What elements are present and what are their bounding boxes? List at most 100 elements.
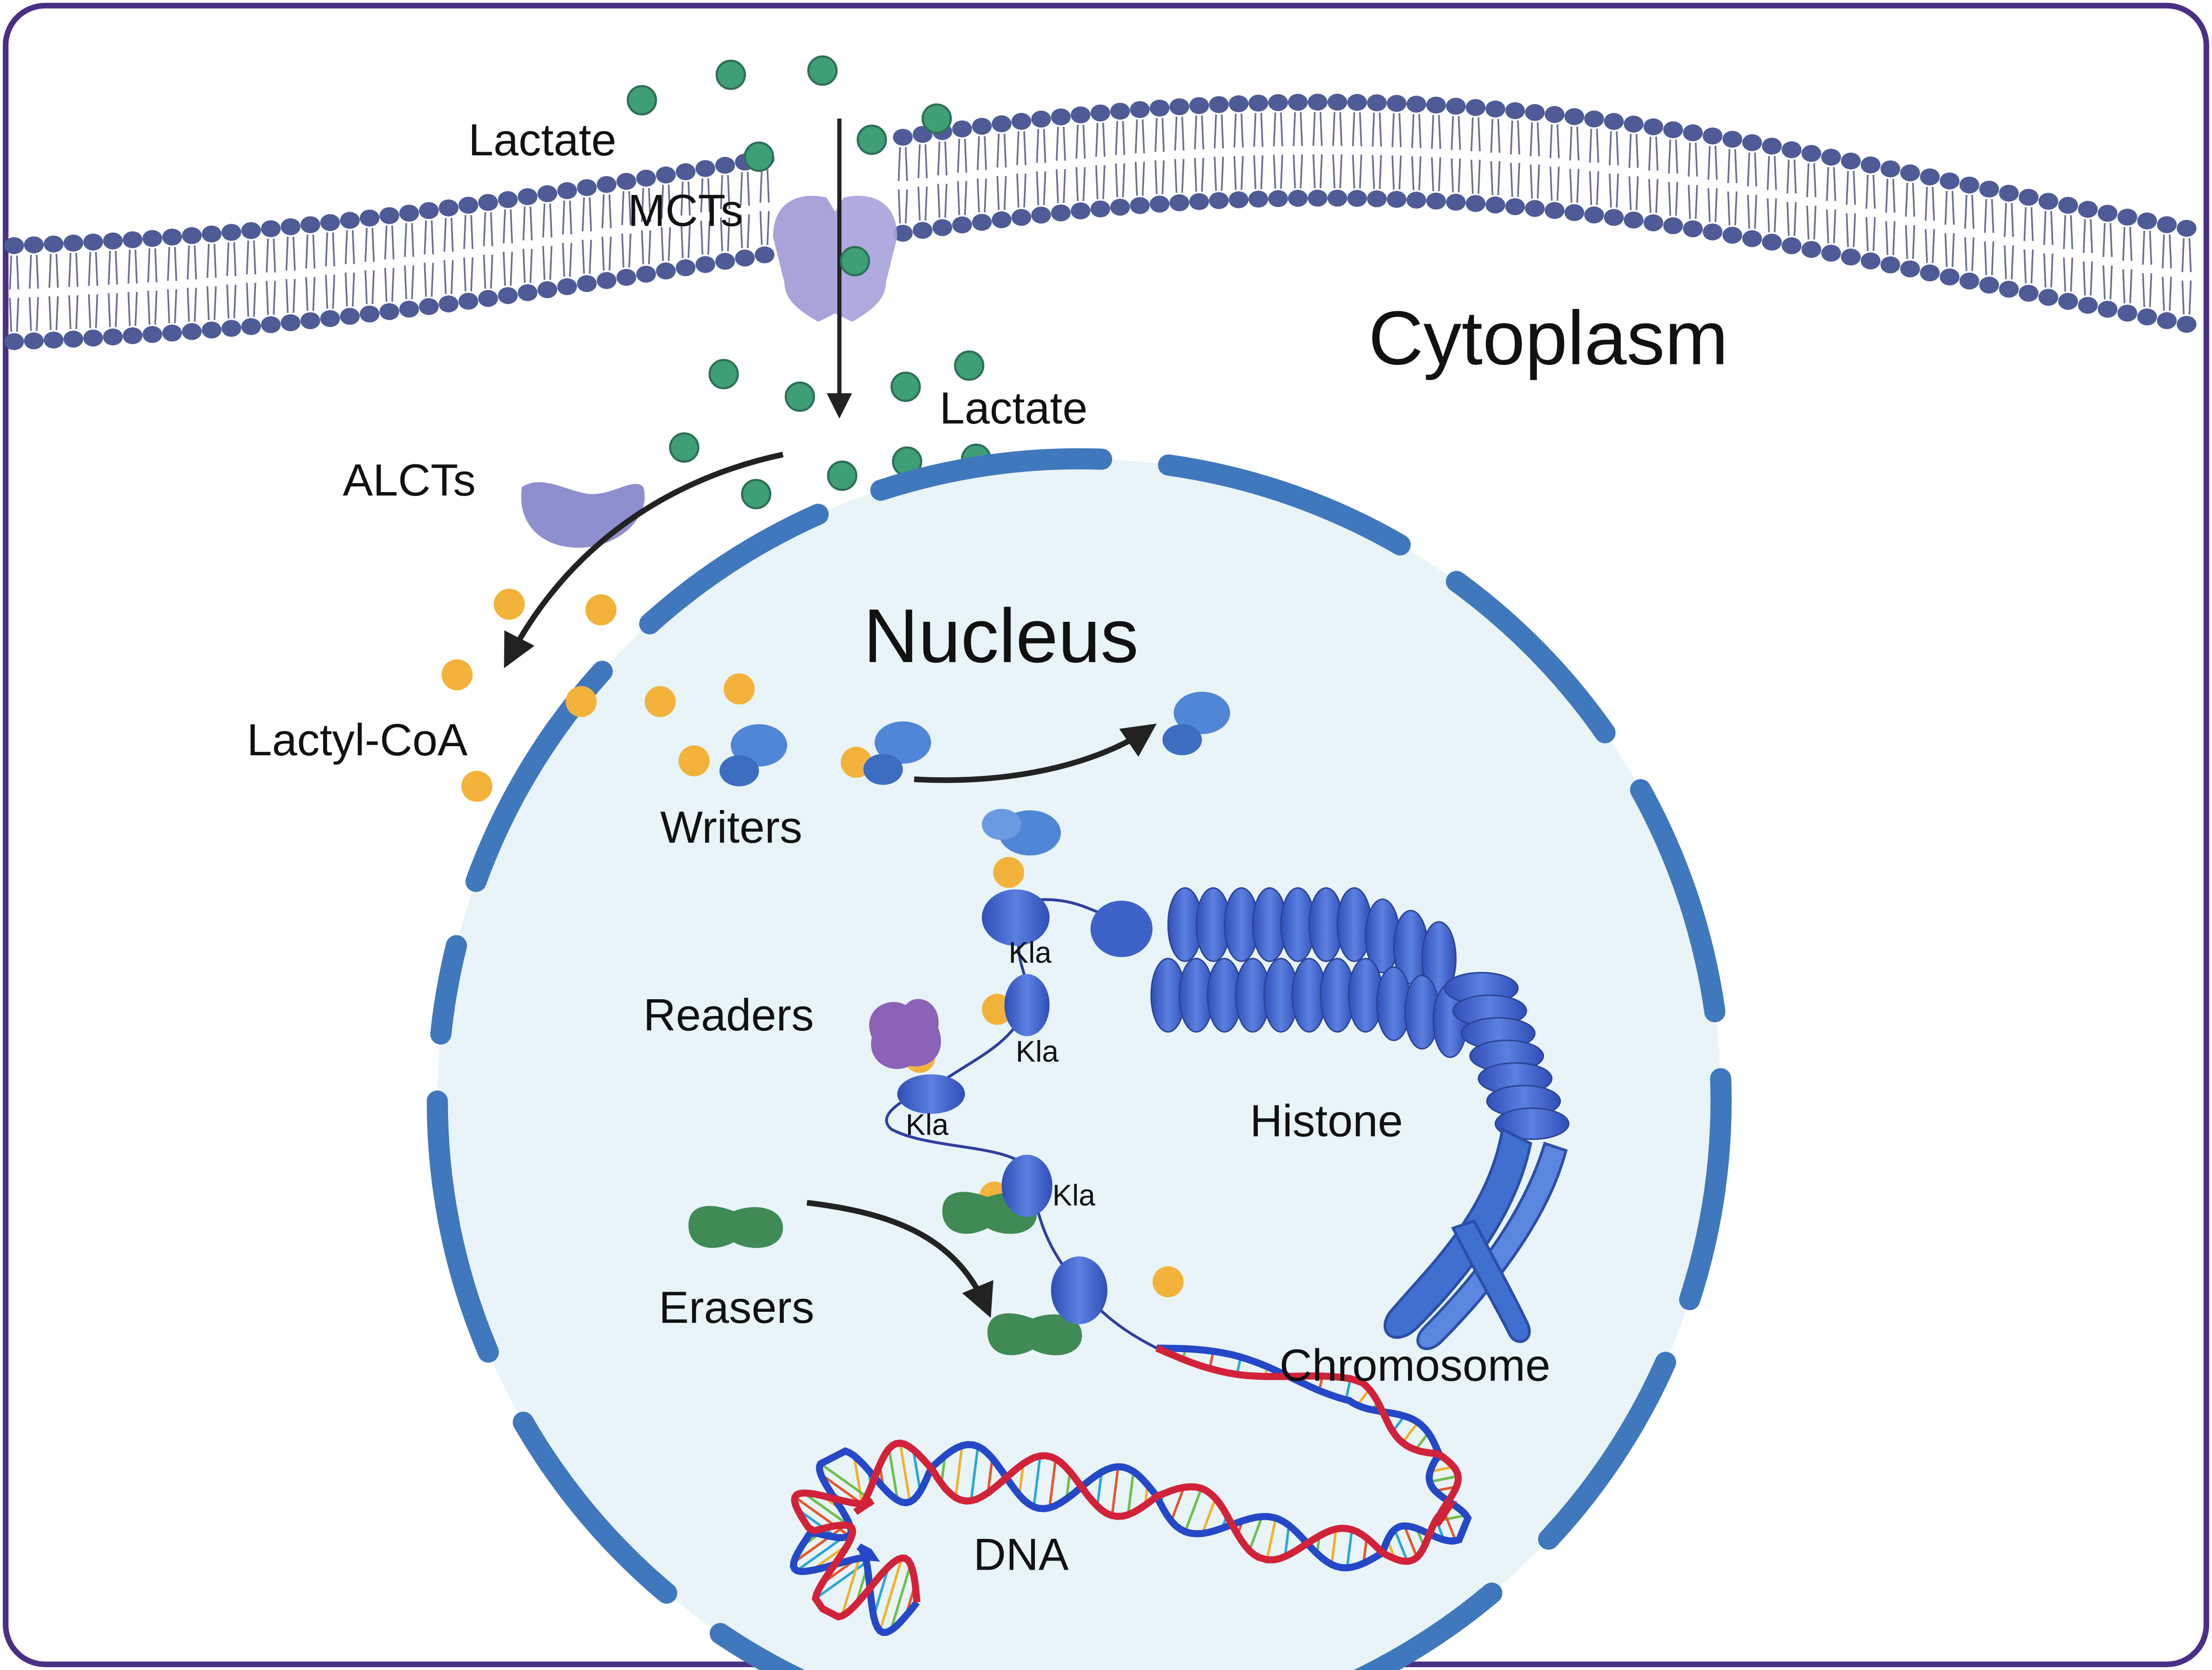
phospholipid-head <box>122 327 143 344</box>
phospholipid-head <box>656 262 676 279</box>
phospholipid-head <box>2078 201 2098 218</box>
phospholipid-head <box>2058 292 2078 310</box>
phospholipid-head <box>2117 304 2138 322</box>
phospholipid-head <box>518 284 538 302</box>
phospholipid-head <box>1308 190 1328 207</box>
dna-base-pair <box>899 1443 912 1502</box>
writer-enzyme-4 <box>982 809 1061 856</box>
phospholipid-head <box>320 310 340 327</box>
writer-enzyme-3 <box>1162 691 1230 755</box>
phospholipid-head <box>1288 190 1308 207</box>
phospholipid-head <box>438 199 459 217</box>
phospholipid-head <box>1130 197 1150 214</box>
nuclear-envelope-segment <box>1446 570 1616 743</box>
phospholipid-head <box>103 232 123 250</box>
histone-disc <box>1495 1107 1569 1140</box>
phospholipid-head <box>656 166 676 184</box>
phospholipid-head <box>596 176 617 193</box>
phospholipid-head <box>1959 176 1980 194</box>
phospholipid-head <box>1031 110 1051 128</box>
dna-base-pair <box>1345 1378 1352 1400</box>
phospholipid-head <box>1485 100 1506 118</box>
lactate-molecule <box>827 460 858 491</box>
phospholipid-head <box>1327 190 1348 207</box>
dna-base-pair <box>796 1508 838 1538</box>
label-writers: Writers <box>660 802 802 852</box>
phospholipid-head <box>4 237 24 254</box>
reader-protein <box>869 999 941 1069</box>
lactyl-coa-molecule <box>494 588 525 620</box>
lactate-molecule <box>839 246 870 277</box>
phospholipid-head <box>596 272 617 289</box>
phospholipid-head <box>676 259 696 277</box>
dna-base-pair <box>1201 1498 1217 1534</box>
dna-base-pair <box>1429 1475 1458 1483</box>
dna-base-pair <box>1265 1518 1277 1560</box>
phospholipid-head <box>893 225 913 242</box>
phospholipid-head <box>1920 168 1940 186</box>
dna-base-pair <box>878 1557 903 1632</box>
phospholipid-head <box>1189 97 1209 114</box>
phospholipid-head <box>1683 124 1703 142</box>
label-kla-1: Kla <box>1009 936 1052 969</box>
lactyl-coa-molecule <box>644 686 676 717</box>
phospholipid-head <box>261 316 281 333</box>
nuclear-envelope-segment <box>709 1623 805 1670</box>
phospholipid-head <box>1663 217 1683 234</box>
phospholipid-head <box>735 249 755 267</box>
eraser-protein-3 <box>987 1313 1082 1355</box>
phospholipid-head <box>1386 95 1407 112</box>
dna-base-pair <box>1096 1472 1103 1507</box>
phospholipid-head <box>1090 200 1110 218</box>
phospholipid-head <box>44 235 64 253</box>
phospholipid-head <box>1940 172 1960 190</box>
dna-base-pair <box>954 1445 963 1498</box>
phospholipid-head <box>1110 198 1130 216</box>
phospholipid-head <box>1801 241 1822 258</box>
phospholipid-head <box>103 328 123 346</box>
phospholipid-head <box>1584 110 1604 128</box>
phospholipid-head <box>1209 96 1229 113</box>
lactate-molecule <box>669 432 700 463</box>
dna-base-pair <box>872 1566 890 1617</box>
nuclear-envelope-segment <box>1538 1352 1677 1550</box>
phospholipid-head <box>636 266 656 283</box>
lactate-molecule <box>954 350 984 381</box>
phospholipid-head <box>932 219 952 236</box>
nuclear-envelope-segment <box>1158 454 1411 556</box>
label-cytoplasm: Cytoplasm <box>1368 295 1728 380</box>
phospholipid-head <box>1485 196 1506 214</box>
nucleosome-6 <box>1051 1256 1107 1324</box>
phospholipid-head <box>1900 260 1920 278</box>
lactate-molecule <box>784 381 815 412</box>
phospholipid-head <box>1505 102 1525 120</box>
dna-base-pair <box>820 1473 863 1505</box>
dna-base-pair <box>986 1458 994 1493</box>
phospholipid-head <box>1446 194 1466 211</box>
phospholipid-head <box>241 222 261 239</box>
lactyl-coa-molecule <box>585 594 617 626</box>
lactate-molecule <box>921 103 952 134</box>
lactate-molecule <box>890 371 921 402</box>
phospholipid-head <box>1466 195 1486 212</box>
phospholipid-head <box>1209 192 1229 209</box>
phospholipid-head <box>1011 209 1032 226</box>
phospholipid-head <box>1604 113 1624 130</box>
writer-enzyme-1 <box>719 724 788 787</box>
phospholipid-head <box>557 278 577 295</box>
phospholipid-head <box>1386 191 1407 208</box>
phospholipid-head <box>1604 209 1624 226</box>
nucleosome-5 <box>1001 1154 1053 1217</box>
dna-base-pair <box>1033 1455 1042 1507</box>
phospholipid-head <box>162 325 182 342</box>
phospholipid-head <box>1920 264 1940 282</box>
dna-base-pair <box>1248 1516 1264 1551</box>
phospholipid-head <box>992 115 1012 133</box>
phospholipid-head <box>2038 193 2058 210</box>
dna-base-pair <box>1170 1487 1185 1522</box>
phospholipid-head <box>715 157 735 174</box>
dna-base-pair <box>1346 1529 1353 1568</box>
dna-base-pair <box>852 1455 864 1505</box>
label-kla-3: Kla <box>906 1109 949 1142</box>
phospholipid-head <box>2058 196 2078 214</box>
